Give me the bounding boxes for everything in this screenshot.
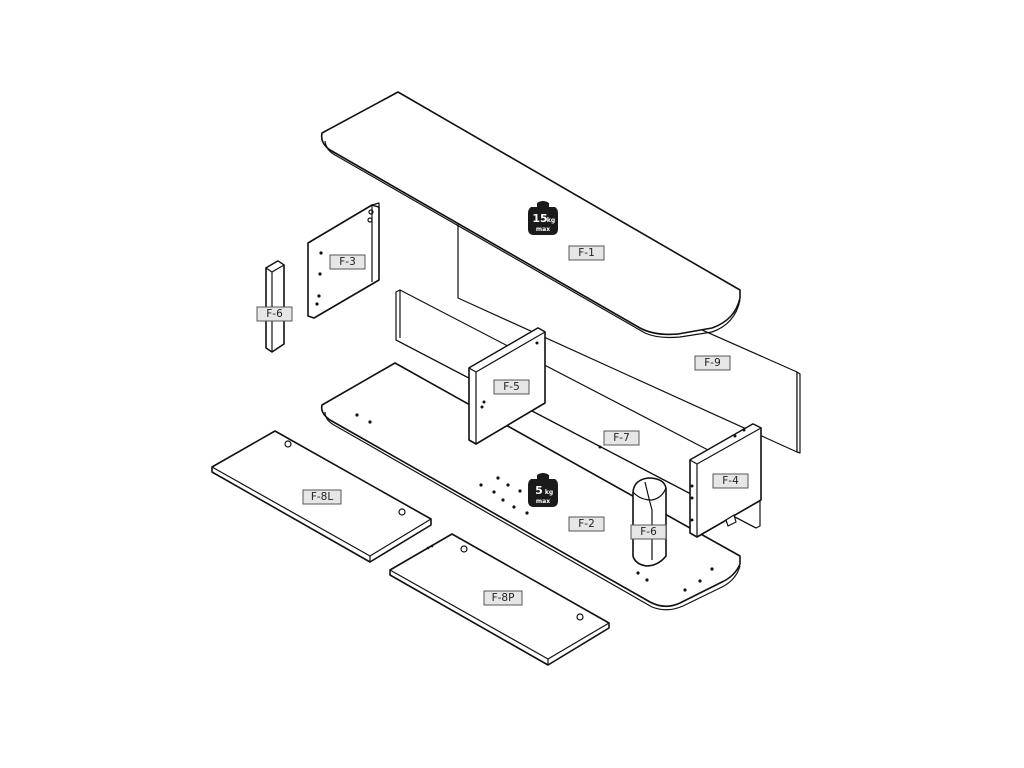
label-f3: F-3 (329, 254, 366, 270)
svg-text:F-6: F-6 (266, 308, 283, 320)
svg-text:F-4: F-4 (722, 475, 739, 487)
weight-note-top: max (536, 226, 550, 233)
svg-text:F-5: F-5 (503, 381, 520, 393)
weight-value-bottom: 5 (535, 484, 543, 497)
svg-text:F-6: F-6 (640, 526, 657, 538)
weight-badge-15kg: 15 kg max (528, 201, 558, 235)
weight-badge-5kg: 5 kg max (528, 473, 558, 507)
svg-text:F-3: F-3 (339, 256, 356, 268)
label-f6-left: F-6 (256, 306, 293, 322)
label-f5: F-5 (493, 379, 530, 395)
weight-note-bottom: max (536, 498, 550, 505)
label-f2: F-2 (568, 516, 605, 532)
svg-text:F-8L: F-8L (311, 491, 334, 503)
svg-text:F-1: F-1 (578, 247, 595, 259)
label-f9: F-9 (694, 355, 731, 371)
svg-text:F-2: F-2 (578, 518, 595, 530)
weight-unit-bottom: kg (545, 489, 553, 496)
leg-f6-right (632, 477, 667, 567)
label-f7: F-7 (603, 430, 640, 446)
svg-text:F-8P: F-8P (492, 592, 515, 604)
label-f4: F-4 (712, 473, 749, 489)
svg-text:F-9: F-9 (704, 357, 721, 369)
label-f8p: F-8P (483, 590, 523, 606)
svg-text:F-7: F-7 (613, 432, 630, 444)
label-f1: F-1 (568, 245, 605, 261)
label-f6-right: F-6 (630, 524, 667, 540)
weight-value-top: 15 (532, 212, 547, 225)
weight-unit-top: kg (547, 217, 555, 224)
label-f8l: F-8L (302, 489, 342, 505)
